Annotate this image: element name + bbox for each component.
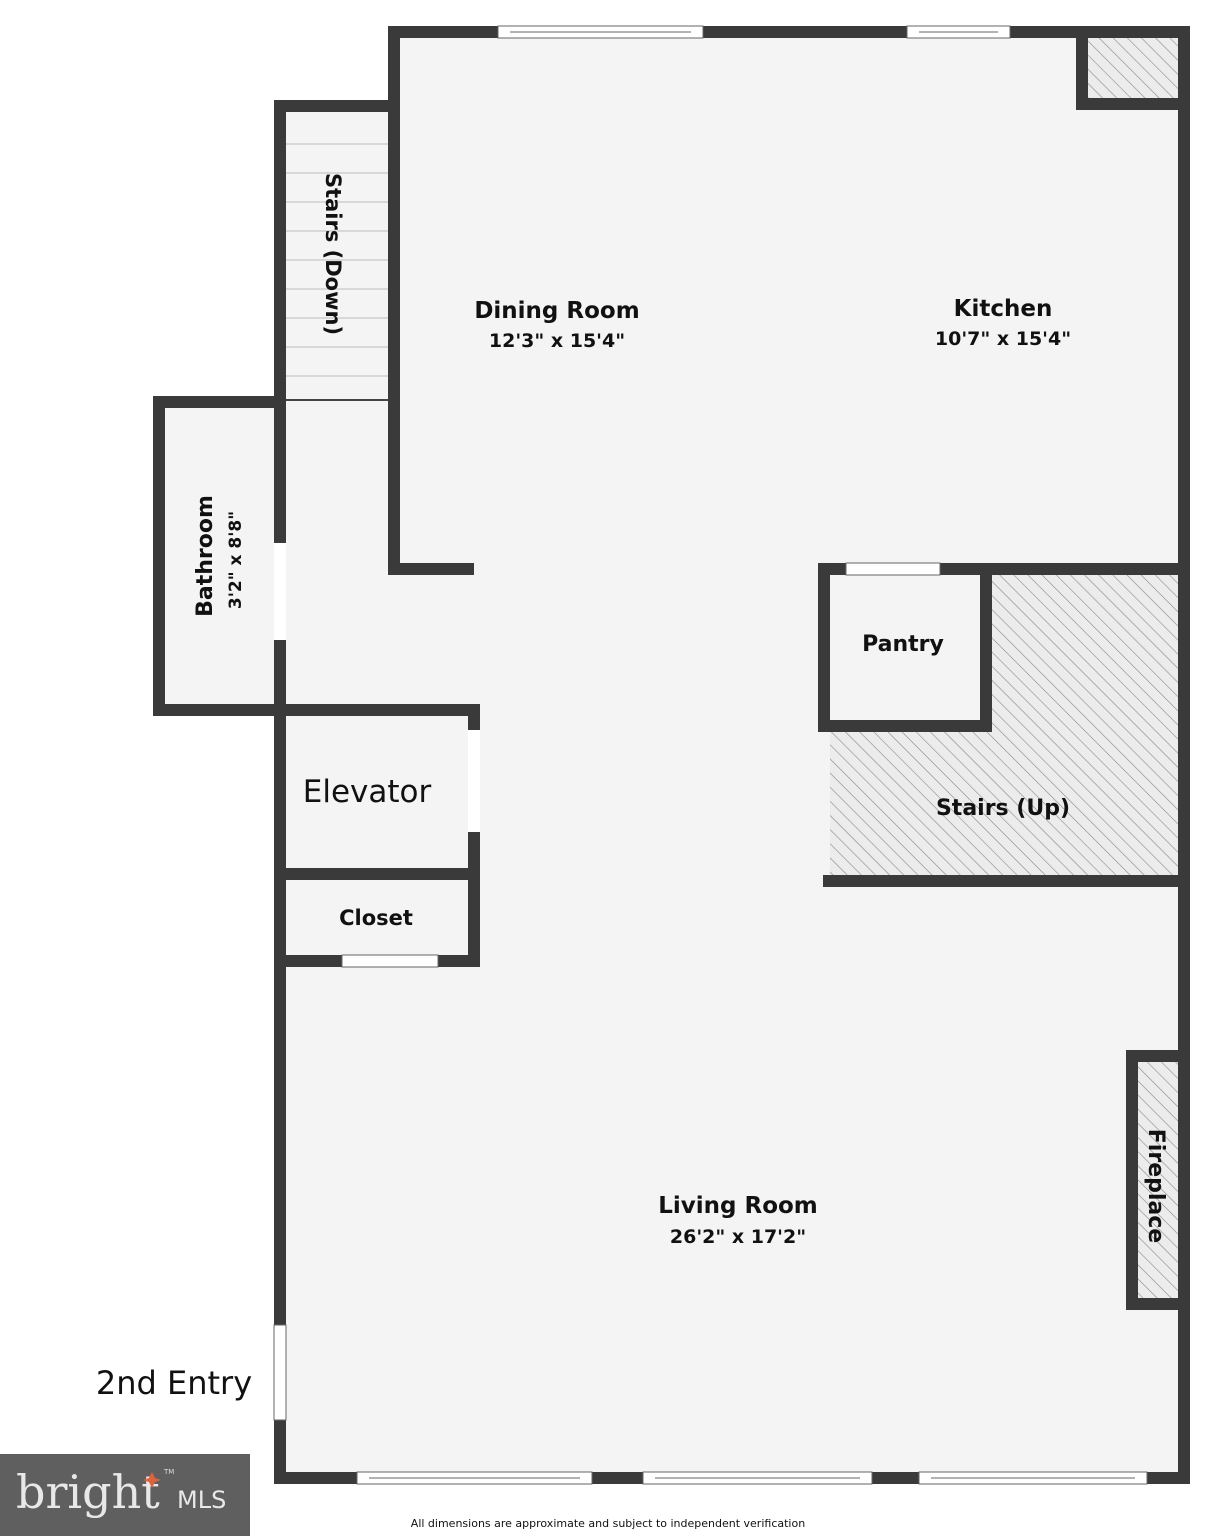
stairs-up-label: Stairs (Up) bbox=[936, 796, 1070, 821]
entry-annotation: 2nd Entry bbox=[96, 1364, 252, 1402]
logo-tm: TM bbox=[163, 1468, 174, 1476]
door-opening bbox=[341, 954, 439, 968]
stairs-down-label: Stairs (Down) bbox=[321, 173, 345, 335]
logo-brand: bright bbox=[16, 1465, 160, 1519]
brand-logo: bright TM MLS bbox=[0, 1454, 250, 1536]
room-dims-kitchen: 10'7" x 15'4" bbox=[935, 328, 1071, 350]
stairs-up-hatch bbox=[830, 575, 1178, 875]
disclaimer: All dimensions are approximate and subje… bbox=[411, 1517, 805, 1530]
room-dims-dining: 12'3" x 15'4" bbox=[489, 330, 625, 352]
elevator-label: Elevator bbox=[303, 774, 432, 810]
logo-star-icon bbox=[143, 1472, 161, 1488]
room-name-kitchen: Kitchen bbox=[954, 296, 1053, 322]
room-name-bathroom: Bathroom bbox=[193, 495, 218, 617]
logo-suffix: MLS bbox=[177, 1486, 226, 1514]
kitchen-corner-hatch bbox=[1088, 38, 1178, 98]
room-name-dining: Dining Room bbox=[474, 298, 639, 324]
room-name-living: Living Room bbox=[658, 1193, 818, 1219]
fireplace-label: Fireplace bbox=[1143, 1129, 1168, 1243]
windows bbox=[273, 25, 1148, 1485]
door-opening bbox=[274, 543, 286, 640]
stairs-down-treads bbox=[286, 143, 388, 401]
fireplace-hatch bbox=[1138, 1062, 1178, 1298]
door-opening bbox=[273, 1324, 287, 1421]
window bbox=[845, 562, 941, 576]
pantry-label: Pantry bbox=[862, 632, 944, 657]
closet-label: Closet bbox=[339, 906, 413, 930]
room-dims-living: 26'2" x 17'2" bbox=[670, 1226, 806, 1248]
door-opening bbox=[468, 730, 480, 832]
room-dims-bathroom: 3'2" x 8'8" bbox=[226, 511, 246, 609]
